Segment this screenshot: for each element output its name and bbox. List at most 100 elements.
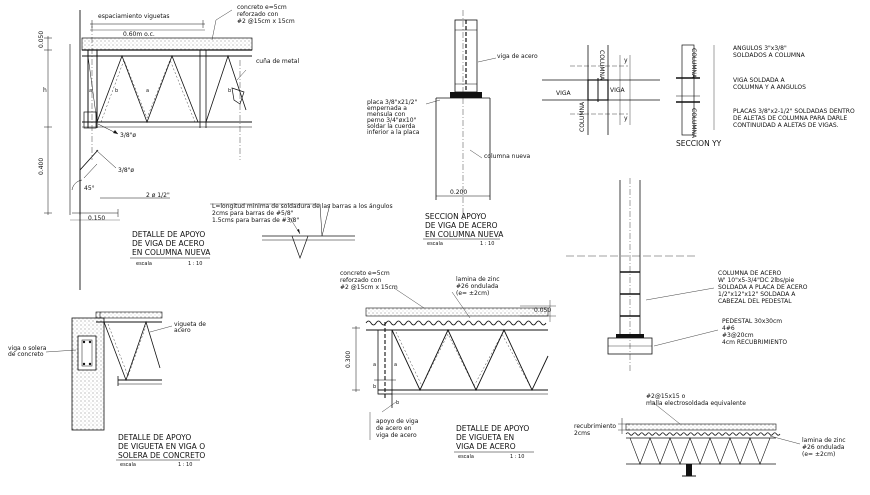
weld-note-1: L=longitud minima de soldadura de las ba… bbox=[212, 203, 393, 210]
weld-label-b: 3/8"ø bbox=[118, 167, 134, 174]
col-note-2: W' 10"x5-3/4"DC 2lbs/pie bbox=[718, 277, 794, 284]
vigueta-label-1: vigueta de bbox=[174, 321, 206, 328]
vigueta-title-1: DETALLE DE APOYO bbox=[456, 424, 529, 433]
solera-scale: 1 : 10 bbox=[178, 462, 192, 468]
col-note-4: 1/2"x12"x12" SOLDADA A bbox=[718, 291, 796, 298]
section-apoyo-title-2: DE VIGA DE ACERO bbox=[425, 221, 498, 230]
slab-malla-2: malla electrosoldada equivalente bbox=[646, 400, 746, 407]
weld-note-3: 1.5cms para barras de #3/8" bbox=[212, 217, 299, 224]
columna-nueva-label: columna nueva bbox=[484, 153, 531, 160]
yy-title: SECCION YY bbox=[676, 139, 722, 148]
slab-malla-1: #2@15x15 o bbox=[646, 393, 686, 400]
col-note-7: 4#6 bbox=[722, 325, 735, 332]
section-apoyo-title-3: EN COLUMNA NUEVA bbox=[425, 230, 504, 239]
weld-note-2: 2cms para barras de #5/8" bbox=[212, 210, 294, 217]
corrugated-sheet bbox=[365, 320, 547, 326]
vigueta-dim-0300: 0.300 bbox=[345, 351, 352, 368]
vigueta-title-2: DE VIGUETA EN bbox=[456, 433, 514, 442]
placa-6: inferior a la placa bbox=[367, 129, 420, 136]
vigueta-concreto-3: #2 @15cm x 15cm bbox=[340, 284, 398, 291]
vigueta-letter-a2: a bbox=[394, 362, 397, 368]
slab-lamina-3: (e= ±2cm) bbox=[802, 451, 835, 458]
cuna-label: cuña de metal bbox=[256, 58, 299, 65]
letter-b2: b bbox=[228, 88, 231, 94]
yy-columna-top: COLUMNA bbox=[598, 50, 605, 81]
concreto-label: concreto e=5cm bbox=[237, 4, 287, 11]
placa-5: soldar la cuerda bbox=[367, 123, 416, 130]
yy-note-4: COLUMNA Y A ANGULOS bbox=[733, 84, 806, 91]
solera-title-2: DE VIGUETA EN VIGA O bbox=[118, 442, 205, 451]
detail1-escala: escala bbox=[136, 261, 152, 267]
solera-title-3: SOLERA DE CONCRETO bbox=[118, 451, 205, 460]
dim-h: h bbox=[43, 87, 47, 94]
yy-note-7: CONTINUIDAD A ALETAS DE VIGAS. bbox=[733, 122, 839, 129]
col-note-3: SOLDADA A PLACA DE ACERO bbox=[718, 284, 808, 291]
slab-recubrimiento-2: 2cms bbox=[574, 430, 590, 437]
weld-note: L=longitud minima de soldadura de las ba… bbox=[210, 203, 393, 260]
yy-axis-top: y bbox=[624, 57, 628, 64]
yy-note-6: DE ALETAS DE COLUMNA PARA DARLE bbox=[733, 115, 847, 122]
placa-2: empernada a bbox=[367, 105, 407, 112]
yy-columna-bottom: COLUMNA bbox=[579, 101, 586, 132]
vigueta-apoyo-2: de acero en bbox=[376, 425, 412, 432]
vigueta-dim-0050: 0.050 bbox=[534, 307, 551, 314]
section-apoyo-scale: 1 : 10 bbox=[480, 241, 494, 247]
vigueta-escala: escala bbox=[458, 454, 474, 460]
placa-1: placa 3/8"x21/2" bbox=[367, 99, 417, 106]
slab-corrugated-sheet bbox=[625, 432, 781, 436]
vigueta-label-2: acero bbox=[174, 327, 191, 334]
section-apoyo-title-1: SECCION APOYO bbox=[425, 212, 486, 221]
dim-0400: 0.400 bbox=[38, 158, 45, 175]
detail1-title-3: EN COLUMNA NUEVA bbox=[132, 248, 211, 257]
solera-title-1: DETALLE DE APOYO bbox=[118, 433, 191, 442]
col-note-6: PEDESTAL 30x30cm bbox=[722, 318, 782, 325]
yy-viga-right: VIGA bbox=[610, 87, 626, 94]
detail1-scale: 1 : 10 bbox=[188, 261, 202, 267]
letter-a2: a bbox=[146, 88, 149, 94]
section-apoyo-escala: escala bbox=[427, 241, 443, 247]
vigueta-lamina-3: (e= ±2cm) bbox=[456, 290, 489, 297]
yy-axis-bottom: y bbox=[624, 115, 628, 122]
yy-note-3: VIGA SOLDADA A bbox=[733, 77, 786, 84]
placa-4: perno 3/4"øx10" bbox=[367, 117, 417, 124]
yy-viga-left: VIGA bbox=[556, 90, 572, 97]
viga-acero-label: viga de acero bbox=[497, 53, 538, 60]
bar-label: 2 ø 1/2" bbox=[146, 192, 170, 199]
detail-apoyo-vigueta: concreto e=5cm reforzado con #2 @15cm x … bbox=[340, 270, 556, 460]
yy-note-2: SOLDADOS A COLUMNA bbox=[733, 52, 806, 59]
yy-note-1: ANGULOS 3"x3/8" bbox=[733, 45, 787, 52]
angle-label: 45° bbox=[84, 185, 95, 192]
slab-lamina-2: #26 ondulada bbox=[802, 444, 845, 451]
col-note-1: COLUMNA DE ACERO bbox=[718, 270, 781, 277]
yy-columna-side-top: COLUMNA bbox=[690, 48, 697, 79]
slab-section: #2@15x15 o malla electrosoldada equivale… bbox=[574, 393, 846, 477]
seccion-yy: VIGA VIGA COLUMNA COLUMNA COLUMNA COLUMN… bbox=[542, 44, 855, 148]
col-note-5: CABEZAL DEL PEDESTAL bbox=[718, 298, 792, 305]
vigueta-apoyo-1: apoyo de viga bbox=[376, 418, 419, 425]
detail1-title-2: DE VIGA DE ACERO bbox=[132, 239, 205, 248]
solera-label-1: viga o solera bbox=[8, 345, 47, 352]
solera-label-2: de concreto bbox=[8, 351, 44, 358]
slab-recubrimiento-1: recubrimiento bbox=[574, 423, 616, 430]
placa-3: mensula con bbox=[367, 111, 405, 118]
yy-columna-side-bottom: COLUMNA bbox=[690, 108, 697, 139]
mesh-label: #2 @15cm x 15cm bbox=[237, 18, 295, 25]
yy-note-5: PLACAS 3/8"x2-1/2" SOLDADAS DENTRO bbox=[733, 108, 855, 115]
vigueta-letter-b1: b bbox=[373, 384, 376, 390]
detail-apoyo-columna-nueva: espaciamiento viguetas 0.60m o.c. concre… bbox=[38, 4, 299, 290]
dim-0150: 0.150 bbox=[88, 215, 105, 222]
letter-a1: a bbox=[89, 88, 92, 94]
vigueta-lamina-1: lamina de zinc bbox=[456, 276, 500, 283]
vigueta-apoyo-3: viga de acero bbox=[376, 432, 417, 439]
solera-escala: escala bbox=[120, 462, 136, 468]
spacing-label: 0.60m o.c. bbox=[123, 31, 155, 38]
slab-lamina-1: lamina de zinc bbox=[802, 437, 846, 444]
letter-b1: b bbox=[115, 88, 118, 94]
detail-apoyo-solera: viga o solera de concreto vigueta de ace… bbox=[8, 311, 206, 468]
vigueta-lamina-2: #26 ondulada bbox=[456, 283, 499, 290]
col-note-9: 4cm RECUBRIMIENTO bbox=[722, 339, 787, 346]
vigueta-scale: 1 : 10 bbox=[510, 454, 524, 460]
vigueta-letter-a1: a bbox=[373, 362, 376, 368]
